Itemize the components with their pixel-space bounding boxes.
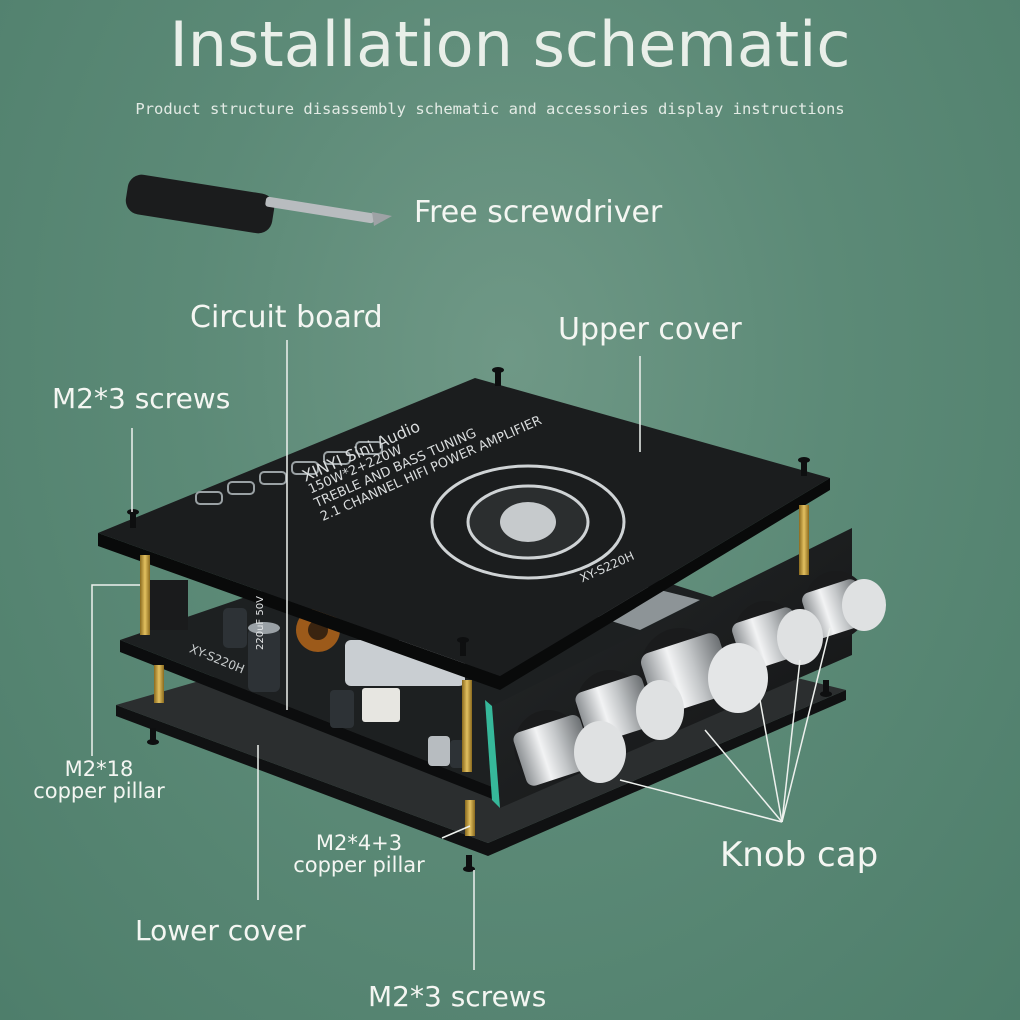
label-pillar-4-line2: copper pillar: [293, 853, 425, 877]
label-upper-cover: Upper cover: [558, 312, 742, 347]
label-circuit-board: Circuit board: [190, 300, 383, 335]
print-cap-value: 220uF 50V: [255, 596, 266, 650]
page-subtitle: Product structure disassembly schematic …: [135, 100, 845, 118]
label-screws-bottom: M2*3 screws: [368, 980, 547, 1013]
leader-lines: [91, 340, 831, 970]
copper-pillars: [140, 505, 809, 836]
label-screwdriver: Free screwdriver: [414, 195, 663, 230]
knob-1: [513, 710, 626, 786]
page-title: Installation schematic: [169, 8, 851, 81]
label-pillar-18-line1: M2*18: [64, 757, 134, 781]
label-pillar-4-line1: M2*4+3: [315, 831, 403, 855]
label-pillar-18: M2*18 copper pillar: [24, 758, 174, 802]
label-lower-cover: Lower cover: [135, 914, 306, 947]
label-screws-top: M2*3 screws: [52, 382, 231, 415]
label-pillar-4: M2*4+3 copper pillar: [284, 832, 434, 876]
upper-cover-plate: [98, 378, 830, 690]
screwdriver-icon: [125, 174, 392, 234]
label-knob-cap: Knob cap: [720, 835, 879, 875]
label-pillar-18-line2: copper pillar: [33, 779, 165, 803]
m2-3-screws: [127, 367, 832, 872]
knob-5: [802, 571, 886, 639]
knob-caps: [513, 571, 886, 786]
